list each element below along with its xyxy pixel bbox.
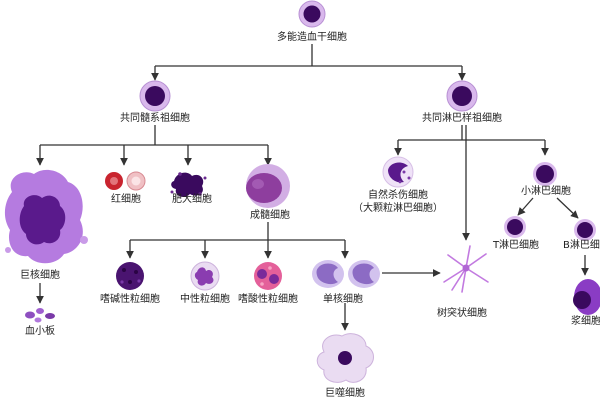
- cell-macrophage: [316, 333, 374, 383]
- cell-hsc: [298, 0, 326, 28]
- connectors: [36, 44, 589, 331]
- cell-monocyte: [312, 260, 380, 288]
- cell-myeloblast: [246, 164, 290, 208]
- label-hsc: 多能造血干细胞: [277, 32, 347, 43]
- cell-plasma: [573, 279, 600, 315]
- label-mast: 肥大细胞: [172, 194, 212, 205]
- label-macrophage: 巨噬细胞: [325, 388, 365, 399]
- label-eosinophil: 嗜酸性粒细胞: [238, 294, 298, 305]
- label-myeloblast: 成髓细胞: [250, 210, 290, 221]
- cell-rbc: [105, 171, 146, 191]
- label-plasma: 浆细胞: [571, 316, 600, 327]
- label-nk: 自然杀伤细胞: [368, 190, 428, 201]
- label-monocyte: 单核细胞: [323, 294, 363, 305]
- label-b-cell: B淋巴细胞: [563, 240, 600, 251]
- connector-small-lymph-t: [517, 197, 534, 216]
- cell-eosinophil: [254, 262, 282, 290]
- cell-neutrophil: [190, 261, 220, 291]
- cell-megakaryocyte: [4, 169, 88, 264]
- label-dendritic: 树突状细胞: [437, 308, 487, 319]
- label-nk-sub: （大颗粒淋巴细胞）: [353, 203, 443, 214]
- connector-small-lymph-b: [556, 197, 579, 219]
- cell-cmp: [139, 80, 171, 112]
- cell-mast: [170, 172, 207, 197]
- label-platelet: 血小板: [25, 326, 55, 337]
- label-neutrophil: 中性粒细胞: [180, 294, 230, 305]
- cell-basophil: [116, 262, 144, 290]
- label-megakaryocyte: 巨核细胞: [20, 270, 60, 281]
- cell-clp: [446, 80, 478, 112]
- label-rbc: 红细胞: [111, 194, 141, 205]
- cell-nk: [382, 156, 414, 188]
- cell-platelet: [25, 308, 55, 323]
- label-small-lymph: 小淋巴细胞: [521, 186, 571, 197]
- cell-dendritic: [443, 245, 489, 293]
- label-basophil: 嗜碱性粒细胞: [100, 294, 160, 305]
- label-t-cell: T淋巴细胞: [492, 240, 540, 251]
- cell-small-lymph: [533, 162, 557, 186]
- cell-t: [504, 216, 526, 238]
- label-cmp: 共同髓系祖细胞: [120, 113, 190, 124]
- cell-b: [574, 219, 596, 241]
- label-clp: 共同淋巴样祖细胞: [422, 113, 502, 124]
